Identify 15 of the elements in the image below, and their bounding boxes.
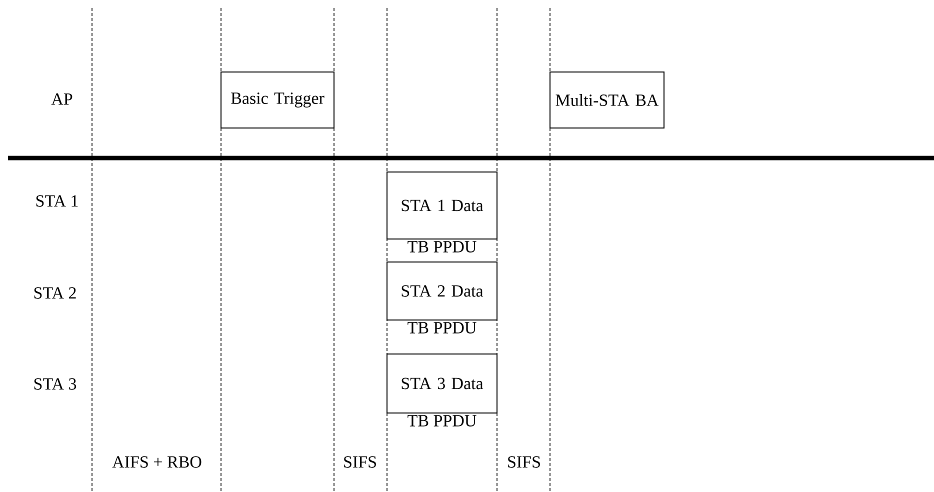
row-label: AP (50, 92, 74, 106)
frame-box: Basic Trigger (220, 72, 334, 128)
frame-box: Multi-STA BA (550, 72, 664, 128)
interval-label: AIFS + RBO (111, 455, 203, 469)
frame-box: STA 1 Data (386, 172, 498, 240)
interval-label: SIFS (342, 455, 378, 469)
frame-caption: TB PPDU (406, 240, 478, 254)
interval-label: SIFS (506, 455, 542, 469)
frame-caption: TB PPDU (406, 321, 478, 334)
frame-box: STA 2 Data (386, 261, 498, 320)
frame-caption: TB PPDU (406, 414, 478, 428)
frame-box: STA 3 Data (386, 353, 498, 414)
row-label: STA 3 (32, 377, 78, 391)
row-label: STA 2 (32, 286, 78, 300)
row-label: STA 1 (34, 194, 80, 208)
